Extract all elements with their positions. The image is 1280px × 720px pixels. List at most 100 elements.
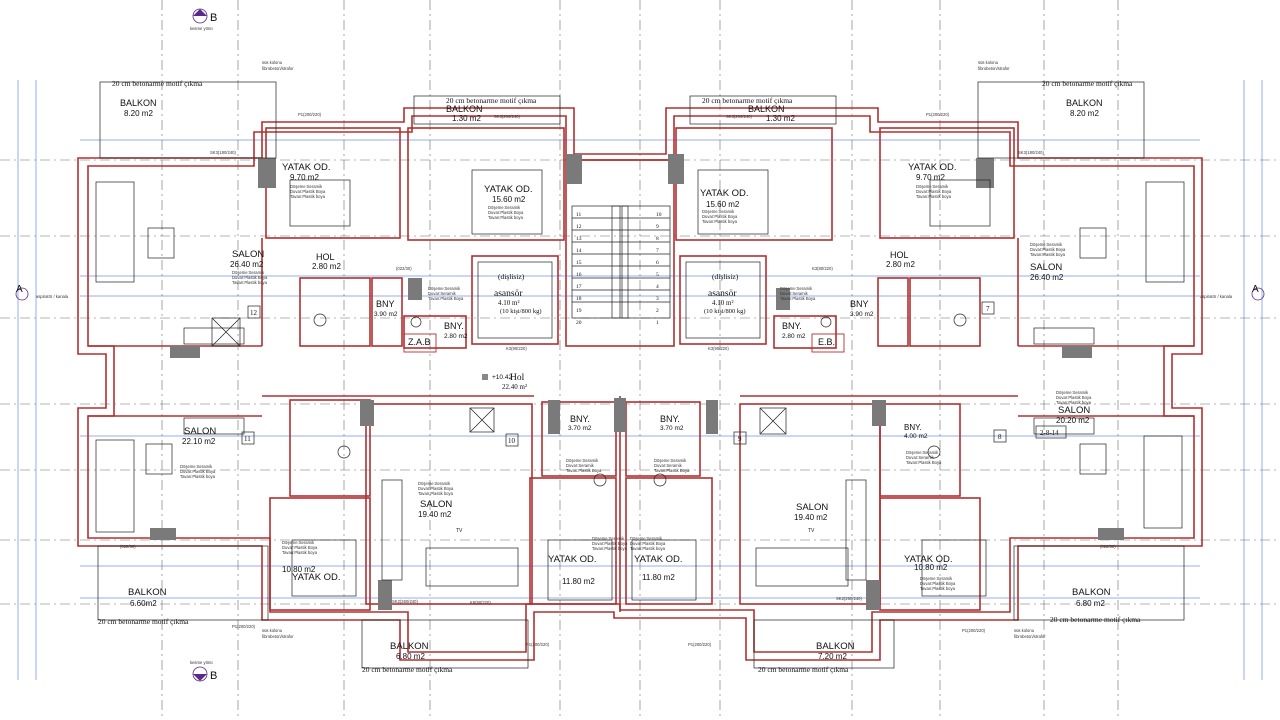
level-marker: +10.42	[482, 374, 512, 381]
room-name: BNY	[850, 299, 869, 309]
motif-note-1: 20 cm betonarme motif çıkma	[112, 79, 203, 88]
stair-step: 6	[656, 260, 659, 266]
room-name: SALON	[796, 502, 828, 513]
finish-note: Döşeme:Seramik	[630, 536, 663, 541]
room-labels: BALKON 8.20 m2 BALKON 1.30 m2 BALKON 1.3…	[120, 98, 1111, 661]
tv-label-left: TV	[456, 528, 463, 534]
stair-numbers: 11 12 13 14 15 16 17 18 19 20 10 9 8 7 6…	[576, 212, 662, 326]
room-name: SALON	[184, 426, 216, 437]
room-name: YATAK OD.	[904, 554, 953, 565]
opening-code: (022/30)	[120, 544, 136, 549]
finish-note: Tavan:Plastik boya	[282, 550, 318, 555]
room-area: 7.20 m2	[818, 652, 847, 661]
opening-code: P1(200/220)	[926, 112, 950, 117]
room-name: BNY.	[904, 423, 922, 432]
opening-code: K3(90/220)	[708, 346, 729, 351]
finish-note: Duvar:Plastik Boya	[592, 541, 628, 546]
room-name: SALON	[232, 249, 264, 260]
room-name: BNY.	[444, 321, 464, 331]
column-note-1b: fibrobeton/strafor	[262, 66, 294, 71]
elevator-type-left: (dişlisiz)	[498, 272, 525, 281]
room-area: 26.40 m2	[1030, 273, 1064, 282]
wet-finish-note: Döşeme:Seramik	[780, 286, 813, 291]
finish-note: Duvar:Plastik Boya	[920, 581, 956, 586]
opening-code: P1(200/220)	[232, 624, 256, 629]
room-area: 2.80 m2	[312, 262, 341, 271]
room-name: YATAK OD.	[282, 162, 331, 173]
room-area: 15.60 m2	[492, 195, 526, 204]
column-note-4a: süs kolonu	[262, 628, 283, 633]
wet-finish-note: Tavan:Plastik Boya	[566, 468, 602, 473]
stair-step: 18	[576, 296, 582, 302]
finish-note: Tavan:Plastik boya	[592, 546, 628, 551]
stair-step: 2	[656, 308, 659, 314]
room-name: BNY	[376, 299, 395, 309]
finish-note: Döşeme:Seramik	[592, 536, 625, 541]
stair-step: 14	[576, 248, 582, 254]
room-area: 9.70 m2	[290, 173, 319, 182]
room-name: Z.A.B	[408, 337, 431, 347]
wet-finish-note: Duvar:Seramik	[780, 291, 809, 296]
room-area: 11.80 m2	[562, 577, 595, 586]
finish-note: Döşeme:Seramik	[702, 209, 735, 214]
room-area: 10.80 m2	[282, 565, 316, 574]
motif-note-7: 20 cm betonarme motif çıkma	[758, 665, 849, 674]
stair-step: 5	[656, 272, 659, 278]
wet-finish-note: Döşeme:Seramik	[566, 458, 599, 463]
room-name: BALKON	[120, 98, 157, 108]
elevator-capacity-left: (10 kişi/800 kg)	[500, 308, 542, 315]
wet-finish-note: Döşeme:Seramik	[906, 450, 939, 455]
room-name: BALKON	[446, 104, 483, 114]
room-area: 11.80 m2	[642, 573, 675, 582]
dimension-chains	[17, 80, 1263, 680]
flat-number: 8	[998, 433, 1002, 441]
finish-note: Duvar:Plastik Boya	[630, 541, 666, 546]
balcony-railings	[97, 81, 1185, 669]
section-letter-right: A	[1252, 284, 1259, 295]
finish-note: Döşeme:Seramik	[920, 576, 953, 581]
column-note-4b: fibrobeton/strafor	[262, 634, 294, 639]
flat-numbers: 12 11 10 9 8 7	[241, 301, 1007, 447]
finish-note: Döşeme:Seramik	[180, 464, 213, 469]
section-note-left: aspiratör / kanala	[36, 294, 69, 299]
section-marker-left: A aspiratör / kanala	[15, 284, 69, 301]
stair-step: 19	[576, 308, 582, 314]
stair-treads	[571, 205, 671, 319]
opening-code: P1(200/220)	[526, 642, 550, 647]
stair-step: 17	[576, 284, 582, 290]
wet-finish-note: Döşeme:Seramik	[654, 458, 687, 463]
wet-finish-note: Duvar:Seramik	[566, 463, 595, 468]
room-name: BALKON	[128, 587, 167, 598]
finish-note: Döşeme:Seramik	[290, 184, 323, 189]
finish-note: Tavan:Plastik boya	[418, 491, 454, 496]
opening-codes: P1(200/220) SK3(180/240) SK3(200/240) SK…	[120, 112, 1116, 647]
opening-code: K3(90/220)	[506, 346, 527, 351]
room-name: YATAK OD.	[292, 572, 341, 583]
section-marker-top: B kesme yönü	[190, 8, 217, 31]
stair-step: 12	[576, 224, 582, 230]
wet-finish-note: Tavan:Plastik Boya	[654, 468, 690, 473]
motif-note-4: 20 cm betonarme motif çıkma	[1042, 79, 1133, 88]
room-name: BALKON	[748, 104, 785, 114]
room-name: SALON	[420, 499, 452, 510]
opening-code: SK2(260/240)	[392, 599, 418, 604]
room-name: BALKON	[1066, 98, 1103, 108]
flat-number: 11	[244, 435, 251, 443]
motif-note-6: 20 cm betonarme motif çıkma	[362, 665, 453, 674]
opening-code: (022/30)	[1100, 544, 1116, 549]
finish-note: Tavan:Plastik boya	[920, 586, 956, 591]
finish-note: Döşeme:Seramik	[916, 184, 949, 189]
finish-note: Döşeme:Seramik	[1030, 242, 1063, 247]
room-area: 3.70 m2	[660, 425, 684, 432]
room-area: 9.70 m2	[916, 173, 945, 182]
room-name: HOL	[890, 250, 909, 260]
finish-note: Tavan:Plastik boya	[232, 280, 268, 285]
room-area: 10.80 m2	[914, 563, 948, 572]
elevator-capacity-right: (10 kişi/800 kg)	[704, 308, 746, 315]
room-area: 3.90 m2	[374, 311, 398, 318]
wet-finish-note: Tavan:Plastik Boya	[428, 296, 464, 301]
room-name: BNY.	[570, 414, 590, 424]
column-note-2a: süs kolonu	[978, 60, 999, 65]
